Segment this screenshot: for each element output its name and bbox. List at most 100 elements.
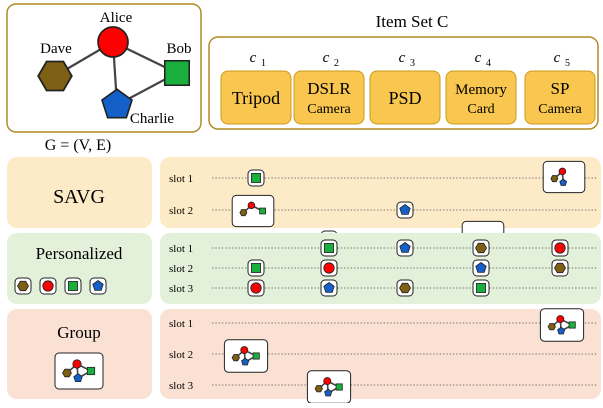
placement-group-slot2-c1-bob <box>252 352 260 360</box>
item-tag-sub-1: 1 <box>261 58 266 69</box>
placement-group-slot2-c1-charlie <box>241 357 250 366</box>
item-box-1 <box>220 70 292 125</box>
placement-savg-slot2-c1-dave <box>239 209 248 217</box>
legend-user-charlie <box>89 277 107 295</box>
slot-label-savg-1: slot 1 <box>169 173 193 185</box>
slot-label-personalized-1: slot 1 <box>169 243 193 255</box>
item-box-4 <box>445 70 517 125</box>
slot-label-group-2: slot 2 <box>169 349 193 361</box>
item-box-5 <box>524 70 596 125</box>
graph-nodes <box>37 26 191 119</box>
placement-savg-slot1-c5-alice <box>558 167 567 176</box>
slot-label-group-1: slot 1 <box>169 318 193 330</box>
node-label-bob: Bob <box>166 41 191 57</box>
legend-group-bob <box>86 366 96 376</box>
section-name-group: Group <box>57 323 100 342</box>
placement-savg-slot1-c5-dave <box>550 175 559 183</box>
node-label-charlie: Charlie <box>130 111 174 127</box>
placement-personalized-slot3-c4 <box>472 279 490 297</box>
placement-personalized-slot3-c2-charlie <box>323 282 335 293</box>
graph-node-dave <box>37 60 73 92</box>
item-name-2-line2: Camera <box>307 102 351 117</box>
graph-node-charlie <box>101 88 133 119</box>
placement-savg-slot1-c5 <box>542 160 586 194</box>
item-tag-3: c <box>399 50 406 66</box>
placement-personalized-slot1-c5 <box>551 239 569 257</box>
section-content-panel-savg <box>160 157 601 228</box>
item-tag-5: c <box>554 50 561 66</box>
placement-group-slot3-c2-dave <box>314 385 323 393</box>
item-tag-1: c <box>250 50 257 66</box>
placement-personalized-slot1-c2 <box>320 239 338 257</box>
legend-user-alice-alice <box>42 280 54 292</box>
node-label-alice: Alice <box>100 10 133 26</box>
graph-caption: G = (V, E) <box>45 137 112 154</box>
item-tag-sub-5: 5 <box>565 58 570 69</box>
legend-group-frame <box>54 352 104 390</box>
placement-savg-slot1-c1-bob <box>251 173 261 183</box>
placement-personalized-slot3-c3-dave <box>399 282 411 294</box>
legend-group-dave <box>62 368 72 378</box>
item-box-3 <box>369 70 441 125</box>
slot-label-savg-2: slot 2 <box>169 205 193 217</box>
item-name-4-line1: Memory <box>455 82 507 98</box>
slot-label-group-3: slot 3 <box>169 380 194 392</box>
placement-personalized-slot2-c1 <box>247 259 265 277</box>
placement-personalized-slot2-c2-alice <box>323 262 335 274</box>
placement-personalized-slot2-c2 <box>320 259 338 277</box>
item-tag-sub-2: 2 <box>334 58 339 69</box>
method-sections: SAVG slot 1 slot 2 slot 3 Personalized slot 1… <box>7 157 601 404</box>
social-graph-frame <box>6 3 202 133</box>
placement-personalized-slot3-c1 <box>247 279 265 297</box>
placement-personalized-slot2-c4-charlie <box>475 262 487 273</box>
placement-personalized-slot1-c4-dave <box>475 242 487 254</box>
placement-savg-slot2-c3 <box>396 201 414 219</box>
legend-group-charlie <box>73 373 83 383</box>
placement-personalized-slot2-c4 <box>472 259 490 277</box>
item-name-4-line2: Card <box>467 102 494 117</box>
section-label-panel-savg <box>7 157 152 228</box>
placement-personalized-slot3-c4-bob <box>476 283 486 293</box>
placement-savg-slot2-c1-alice <box>247 201 256 210</box>
legend-group <box>54 352 104 390</box>
placement-group-slot3-c2-alice <box>323 377 332 386</box>
item-name-1: Tripod <box>232 88 280 108</box>
item-name-3: PSD <box>388 88 421 108</box>
placement-personalized-slot3-c2 <box>320 279 338 297</box>
item-name-2-line1: DSLR <box>307 79 351 98</box>
placement-savg-slot1-c5-frame <box>542 160 586 194</box>
placement-group-slot3-c2 <box>306 370 352 404</box>
placement-group-slot2-c1-dave <box>231 354 240 362</box>
placement-group-slot2-c1 <box>223 339 269 373</box>
placement-group-slot1-c5-charlie <box>557 326 566 335</box>
placement-personalized-slot3-c1-alice <box>250 282 262 294</box>
section-name-savg: SAVG <box>53 186 105 208</box>
placement-group-slot1-c5-alice <box>556 315 565 324</box>
placement-personalized-slot2-c5 <box>551 259 569 277</box>
placement-personalized-slot1-c4 <box>472 239 490 257</box>
placement-personalized-slot1-c2-bob <box>324 243 334 253</box>
legend-user-dave <box>14 277 32 295</box>
item-tag-2: c <box>323 50 330 66</box>
placement-group-slot1-c5-bob <box>568 321 576 329</box>
item-tag-4: c <box>475 50 482 66</box>
placement-personalized-slot2-c5-dave <box>554 262 566 274</box>
legend-user-alice <box>39 277 57 295</box>
placement-savg-slot2-c1 <box>231 194 275 228</box>
social-graph-panel: Alice Bob Charlie Dave <box>6 3 202 133</box>
legend-group-alice <box>72 359 82 369</box>
node-label-dave: Dave <box>40 41 72 57</box>
placement-group-slot1-c5-dave <box>547 323 556 331</box>
item-name-5-line1: SP <box>551 79 570 98</box>
placement-personalized-slot1-c3 <box>396 239 414 257</box>
placement-savg-slot1-c5-charlie <box>559 178 568 186</box>
placement-group-slot1-c5 <box>539 308 585 342</box>
item-set-title: Item Set C <box>376 12 449 31</box>
section-name-personalized: Personalized <box>36 244 123 263</box>
item-tag-sub-3: 3 <box>410 58 415 69</box>
placement-savg-slot2-c1-frame <box>231 194 275 228</box>
slot-label-personalized-3: slot 3 <box>169 283 194 295</box>
